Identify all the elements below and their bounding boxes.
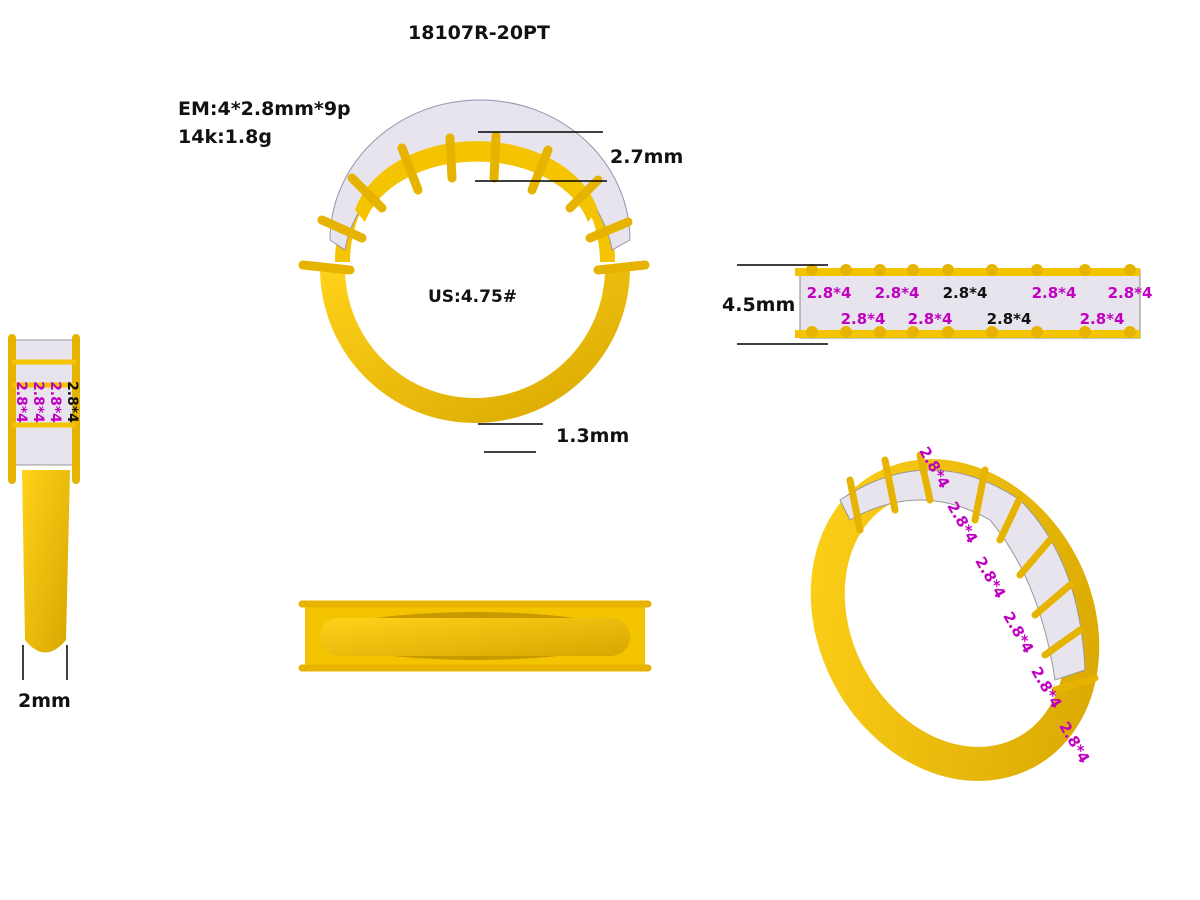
prong (1031, 264, 1043, 276)
stone-size-label: 2.8*4 (875, 284, 920, 302)
perspective-view: 2.8*42.8*42.8*42.8*42.8*42.8*4 (810, 444, 1100, 781)
prong (907, 264, 919, 276)
stone-size-label: 2.8*4 (943, 284, 988, 302)
stone-size-label: 2.8*4 (987, 310, 1032, 328)
stone-size-label: 2.8*4 (971, 554, 1009, 602)
stone-size-label: 2.8*4 (1080, 310, 1125, 328)
prong (986, 264, 998, 276)
stone-size-label: 2.8*4 (13, 381, 29, 423)
bottom-view (298, 600, 652, 672)
stone-spec: EM:4*2.8mm*9p (178, 98, 351, 120)
prong (1124, 326, 1136, 338)
stone-size-label: 2.8*4 (47, 381, 63, 423)
top-view: 2.8*42.8*42.8*42.8*42.8*42.8*42.8*42.8*4… (737, 264, 1153, 345)
prong (986, 326, 998, 338)
prong (806, 326, 818, 338)
prong (942, 326, 954, 338)
front-view (298, 99, 650, 453)
prong (874, 326, 886, 338)
prong (1124, 264, 1136, 276)
prong (1031, 326, 1043, 338)
prong (874, 264, 886, 276)
ring-size-label: US:4.75# (428, 287, 518, 307)
prong (840, 326, 852, 338)
width-dimension: 4.5mm (722, 294, 796, 316)
prong (1079, 264, 1091, 276)
prong (942, 264, 954, 276)
prong (806, 264, 818, 276)
stone-size-label: 2.8*4 (30, 381, 46, 423)
metal-spec: 14k:1.8g (178, 126, 272, 148)
stone-size-label: 2.8*4 (908, 310, 953, 328)
stone-size-label: 2.8*4 (1032, 284, 1077, 302)
drawing-title: 18107R-20PT (408, 22, 550, 44)
prong (840, 264, 852, 276)
stone-size-label: 2.8*4 (841, 310, 886, 328)
prong (1079, 326, 1091, 338)
stone-size-label: 2.8*4 (1108, 284, 1153, 302)
band-thickness-dimension: 1.3mm (556, 425, 630, 447)
stone-size-label: 2.8*4 (64, 381, 80, 423)
band-width-dimension: 2mm (18, 690, 71, 712)
stone-size-label: 2.8*4 (807, 284, 852, 302)
stone-height-dimension: 2.7mm (610, 146, 684, 168)
prong (907, 326, 919, 338)
